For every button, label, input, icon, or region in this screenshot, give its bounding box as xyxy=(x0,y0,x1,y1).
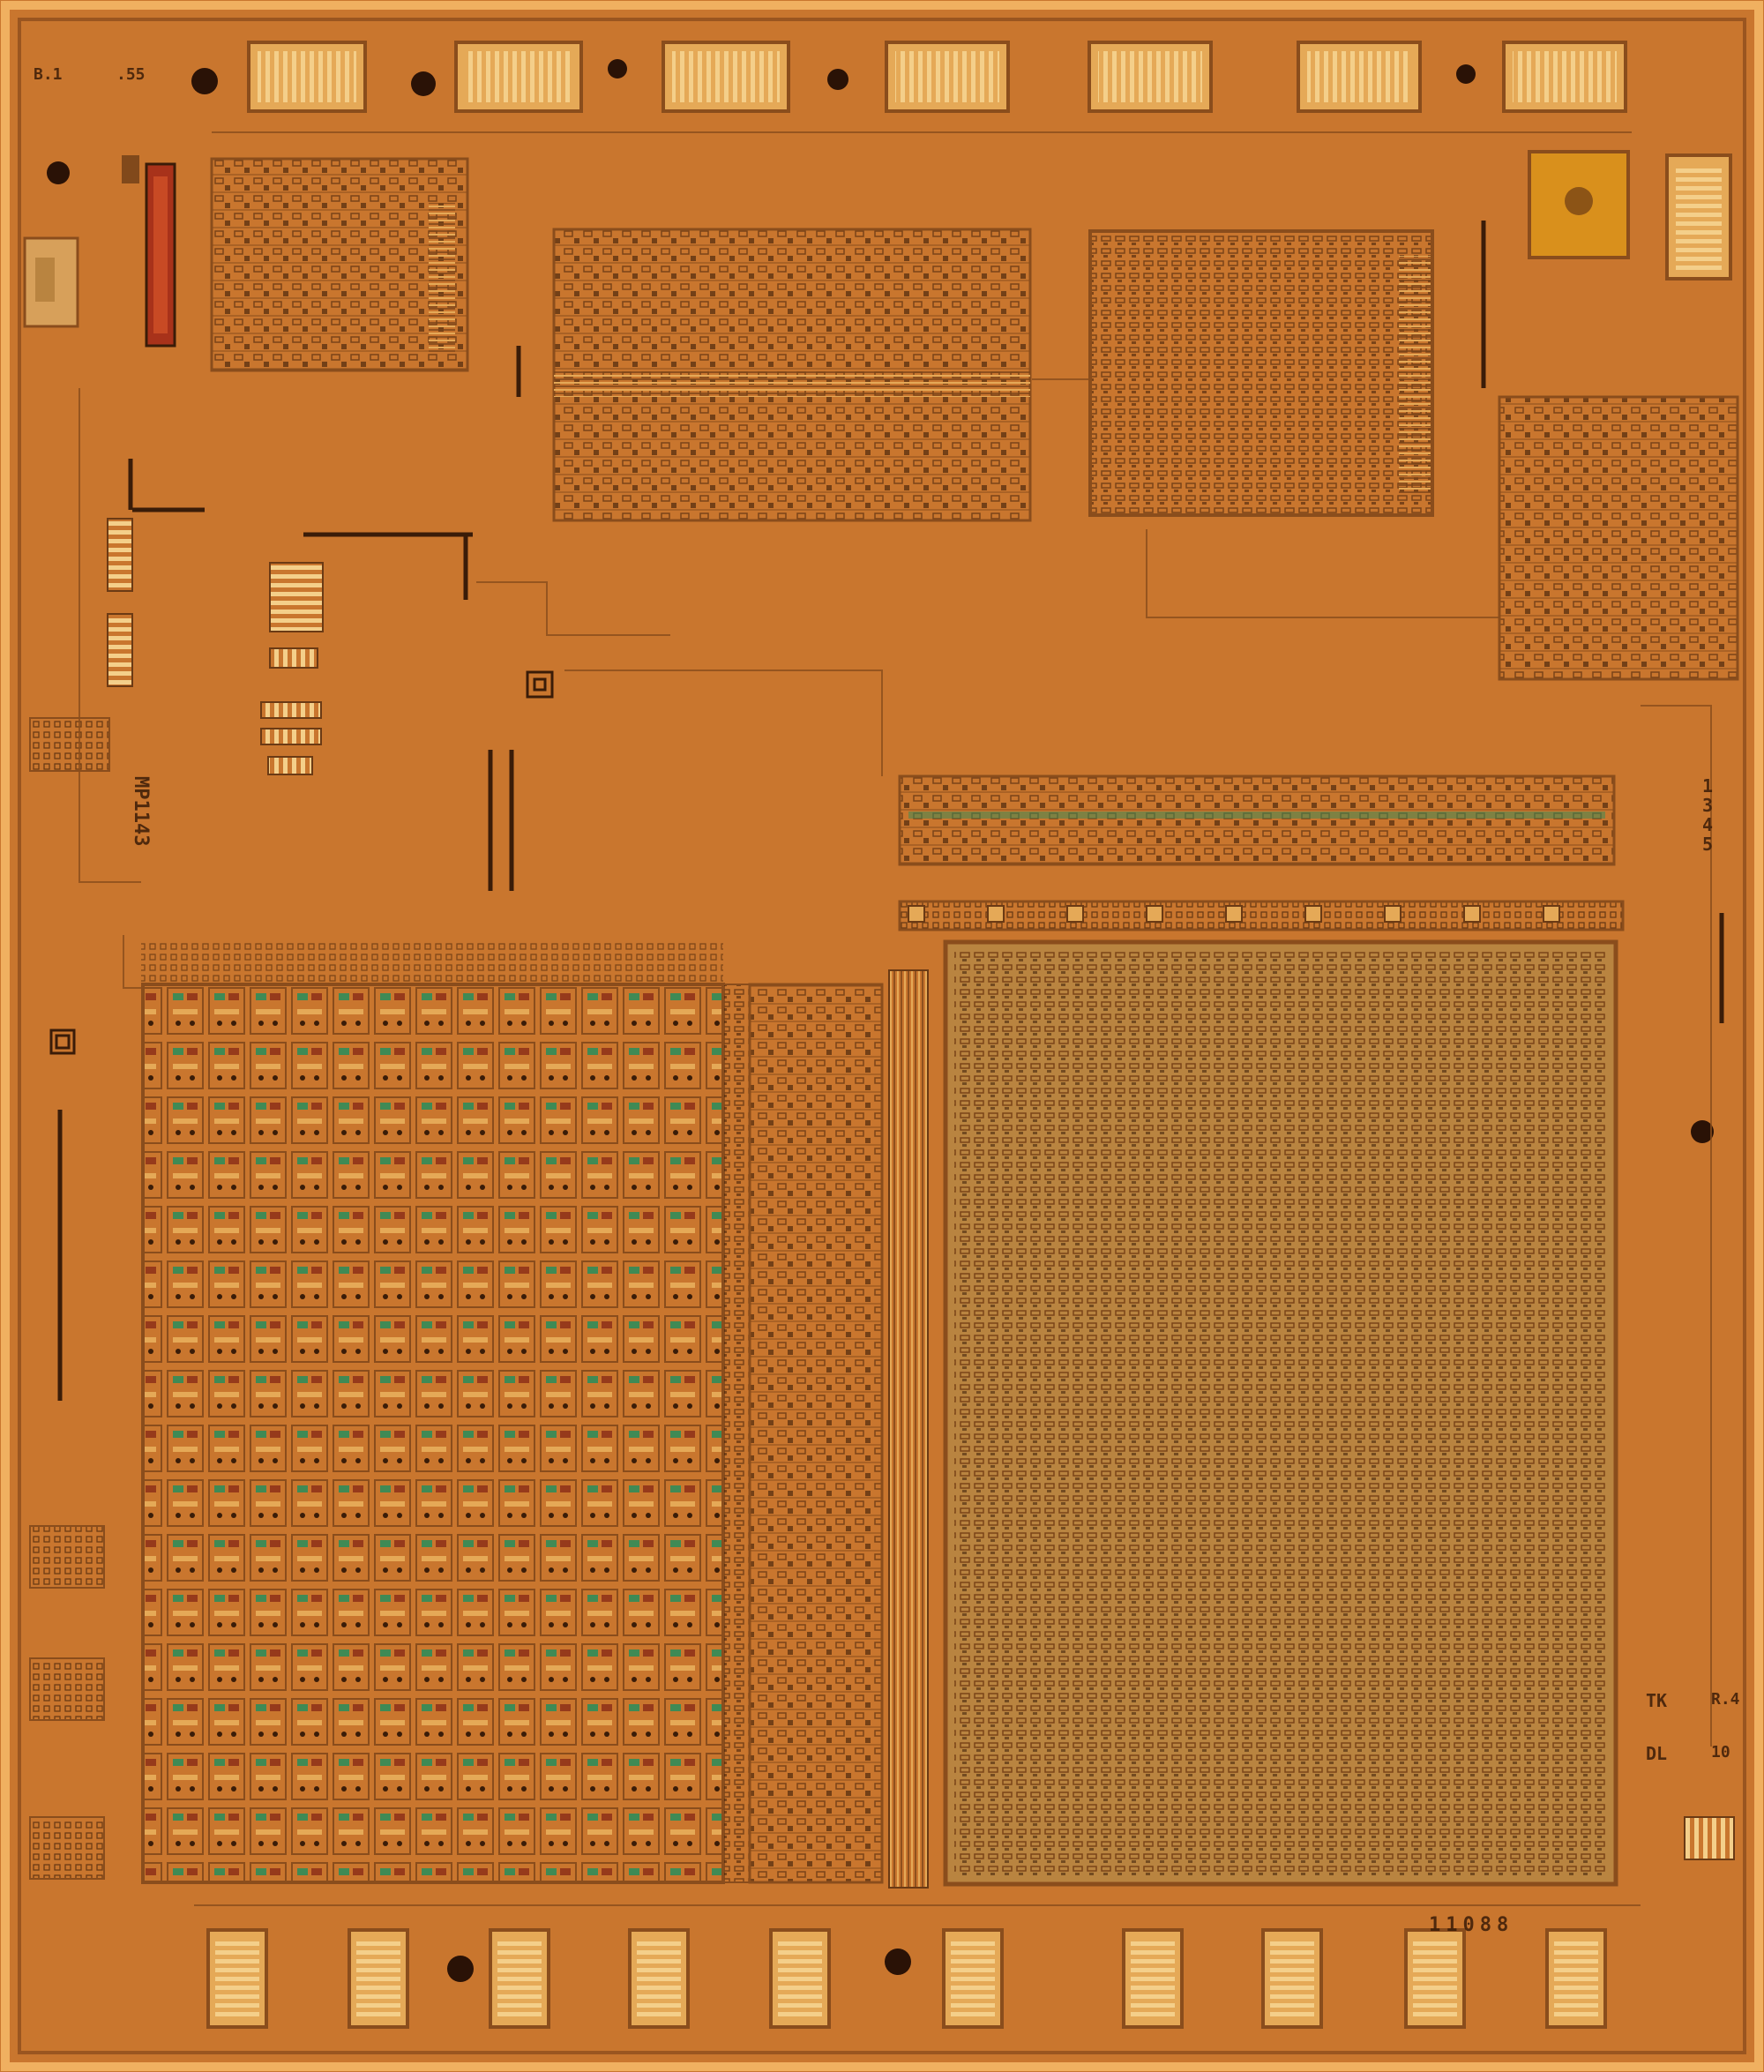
vertical-data-bus xyxy=(888,969,929,1889)
amplifier-row-accent xyxy=(908,812,1605,819)
die-seal-ring xyxy=(18,18,1746,2054)
rom-array-bits xyxy=(954,951,1607,1875)
marking-bottom-right-c: DL xyxy=(1646,1743,1668,1764)
marking-bottom-right-d: 10 xyxy=(1711,1743,1730,1762)
right-io-logic xyxy=(1498,395,1739,681)
marking-bottom-right-a: TK xyxy=(1646,1690,1668,1711)
corner-bond-pads xyxy=(1528,150,1732,281)
rom-driver-row xyxy=(898,900,1625,931)
top-left-logic-block xyxy=(210,157,469,372)
amplifier-row xyxy=(898,774,1616,866)
marking-top-left-a: B.1 xyxy=(34,65,63,84)
serpentine-resistors xyxy=(107,518,324,775)
top-bond-pads xyxy=(247,41,1627,113)
sram-cell-array xyxy=(141,983,725,1884)
marking-part-number: MP1143 xyxy=(130,776,152,847)
marking-right-code: 1 3 4 5 xyxy=(1702,775,1714,855)
top-left-logic-bus xyxy=(429,203,455,353)
upper-control-header xyxy=(554,370,1030,397)
sram-edge-decoder xyxy=(722,984,751,1883)
sram-left-margin xyxy=(141,939,723,982)
marking-top-left-b: .55 xyxy=(116,65,146,84)
marking-bottom-code: 11088 xyxy=(1429,1914,1514,1936)
alignment-marks xyxy=(49,670,554,1055)
top-left-power-block xyxy=(23,155,176,348)
upper-right-pla-bus xyxy=(1399,256,1431,494)
power-rails xyxy=(57,221,1724,1401)
bottom-bond-pads xyxy=(206,1928,1607,2029)
upper-right-pla xyxy=(1088,229,1434,517)
left-io-cells xyxy=(29,717,110,1880)
row-decoder-logic xyxy=(748,983,884,1884)
bottom-right-resistor xyxy=(1684,1816,1735,1860)
rom-driver-pads xyxy=(908,905,1560,923)
routing-traces xyxy=(78,131,1712,1906)
contamination-spots xyxy=(47,59,1714,1982)
marking-bottom-right-b: R.4 xyxy=(1711,1690,1740,1709)
